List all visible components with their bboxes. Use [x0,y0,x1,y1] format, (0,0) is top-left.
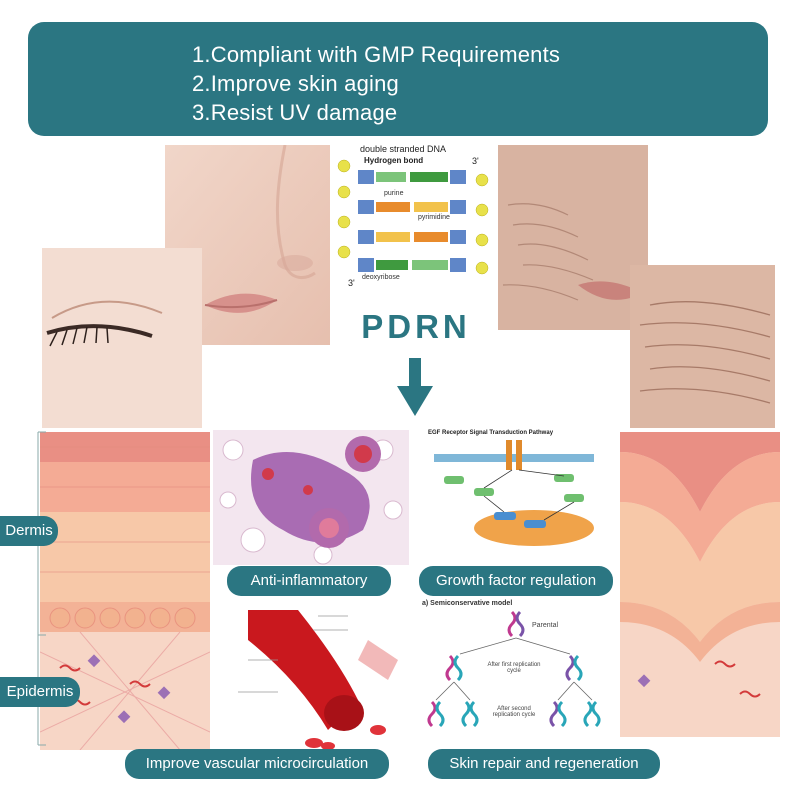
aged-face-photo [498,145,648,330]
banner-line-1: 1.Compliant with GMP Requirements [192,42,561,67]
replication-second-label: After second replication cycle [492,706,536,718]
anti-inflammatory-label: Anti-inflammatory [227,566,391,596]
blood-vessel-image [218,600,410,750]
pdrn-title: PDRN [361,308,471,345]
dna-title: double stranded DNA [360,144,447,154]
pathway-title: EGF Receptor Signal Transduction Pathway [428,430,554,436]
vascular-label: Improve vascular microcirculation [125,749,389,779]
dna-3prime-bottom: 3' [348,278,355,288]
dna-deoxyribose-label: deoxyribose [362,274,400,281]
replication-first-label: After first replication cycle [487,662,541,674]
young-eye-photo [42,248,202,428]
dna-diagram: double stranded DNA Hydrogen bond 3' pur… [332,140,498,300]
growth-factor-label: Growth factor regulation [419,566,613,596]
replication-parental-label: Parental [532,622,559,629]
banner-line-3: 3.Resist UV damage [192,100,398,125]
down-arrow-icon [397,358,433,416]
histology-image [213,430,409,565]
dna-pyrimidine-label: pyrimidine [418,214,450,221]
epidermis-label: Epidermis [0,677,80,707]
egf-pathway-diagram: EGF Receptor Signal Transduction Pathway [424,428,608,550]
dna-hydrogen-bond-label: Hydrogen bond [364,156,424,165]
dna-purine-label: purine [384,190,404,197]
skin-layers-right [620,432,780,737]
banner-lines: 1.Compliant with GMP Requirements 2.Impr… [192,40,560,127]
top-banner: 1.Compliant with GMP Requirements 2.Impr… [28,22,768,136]
dermis-bracket [37,431,46,746]
banner-line-2: 2.Improve skin aging [192,71,399,96]
dermis-label: Dermis [0,516,58,546]
skin-repair-label: Skin repair and regeneration [428,749,660,779]
dna-replication-diagram: a) Semiconservative model Parental After… [420,598,610,743]
dna-3prime-top: 3' [472,156,479,166]
replication-title: a) Semiconservative model [422,600,513,607]
aged-wrinkles-photo [630,265,775,428]
